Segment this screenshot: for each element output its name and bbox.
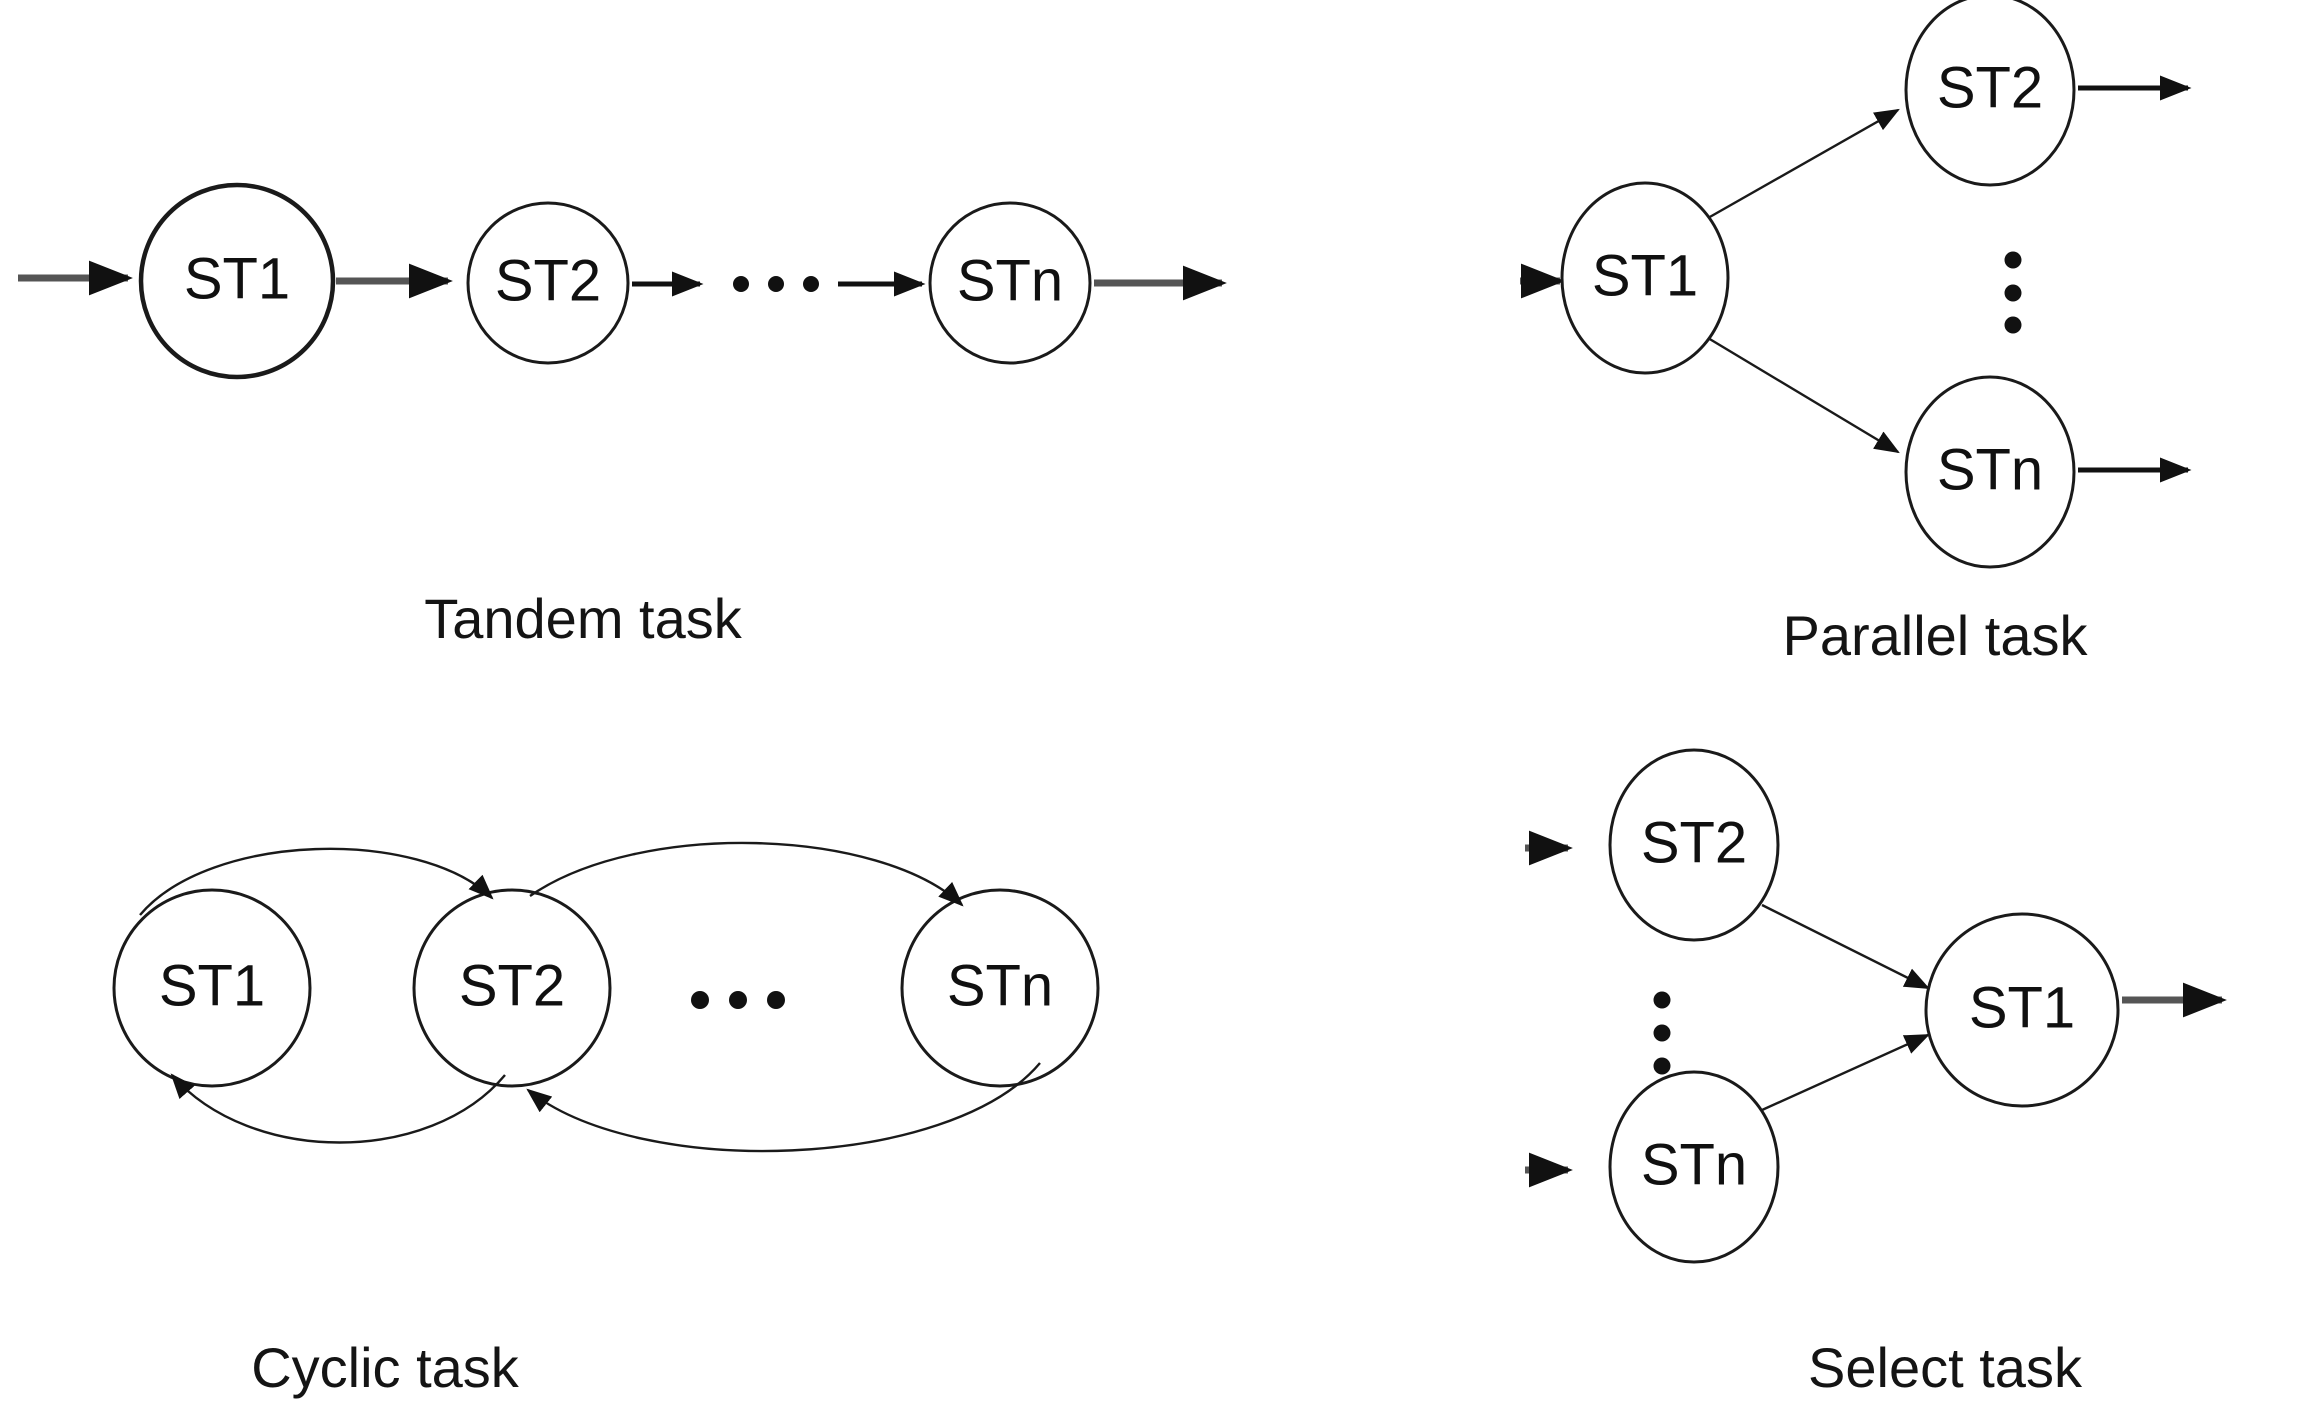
tandem-node-stn[interactable]: [928, 201, 1092, 365]
cyclic-node-st2[interactable]: [412, 888, 612, 1088]
cyclic-node-stn-label: STn: [947, 953, 1053, 1018]
cyclic-node-st1[interactable]: [112, 888, 312, 1088]
panel-tandem: ST1 ST2 STn Tandem task: [18, 182, 1227, 650]
cyclic-edge-st1-to-st2: [139, 847, 494, 916]
parallel-node-st2-label: ST2: [1937, 55, 2043, 120]
select-node-st2-label: ST2: [1641, 810, 1747, 875]
tandem-node-st1[interactable]: [138, 182, 336, 380]
cyclic-node-stn[interactable]: [900, 888, 1100, 1088]
tandem-node-st2[interactable]: [466, 201, 630, 365]
caption-cyclic: Cyclic task: [251, 1336, 520, 1399]
parallel-ellipsis-dots: [2004, 251, 2022, 334]
parallel-edge-st1-st2: [1707, 108, 1900, 220]
cyclic-node-st1-label: ST1: [159, 953, 265, 1018]
parallel-node-st1-label: ST1: [1592, 243, 1698, 308]
parallel-node-st2[interactable]: [1904, 0, 2076, 187]
parallel-node-stn-label: STn: [1937, 437, 2043, 502]
select-node-st2[interactable]: [1608, 748, 1780, 942]
cyclic-node-st2-label: ST2: [459, 953, 565, 1018]
select-edge-stn-st1: [1761, 1033, 1930, 1112]
caption-parallel: Parallel task: [1782, 604, 2088, 667]
cyclic-edge-stn-to-st2: [526, 1062, 1041, 1153]
select-node-stn-label: STn: [1641, 1132, 1747, 1197]
panel-cyclic: ST1 ST2 STn Cyclic task: [112, 841, 1100, 1399]
panel-parallel: ST1 ST2 STn Parallel task: [1520, 0, 2192, 667]
tandem-node-st1-label: ST1: [184, 246, 290, 311]
parallel-node-stn[interactable]: [1904, 375, 2076, 569]
select-node-stn[interactable]: [1608, 1070, 1780, 1264]
tandem-node-stn-label: STn: [957, 248, 1063, 313]
tandem-ellipsis-dots: [733, 276, 819, 292]
panel-select: ST2 STn ST1 Select task: [1525, 748, 2227, 1399]
parallel-edge-st1-stn: [1707, 336, 1900, 454]
select-node-st1-label: ST1: [1969, 975, 2075, 1040]
tandem-node-st2-label: ST2: [495, 248, 601, 313]
parallel-node-st1[interactable]: [1560, 181, 1730, 375]
select-node-st1[interactable]: [1924, 912, 2120, 1108]
select-edge-st2-st1: [1761, 903, 1930, 990]
cyclic-edge-st2-to-stn: [529, 841, 964, 907]
caption-select: Select task: [1808, 1336, 2083, 1399]
cyclic-edge-st2-to-st1: [170, 1073, 506, 1144]
cyclic-ellipsis-dots: [691, 991, 785, 1009]
caption-tandem: Tandem task: [424, 587, 742, 650]
select-ellipsis-dots: [1653, 991, 1671, 1075]
